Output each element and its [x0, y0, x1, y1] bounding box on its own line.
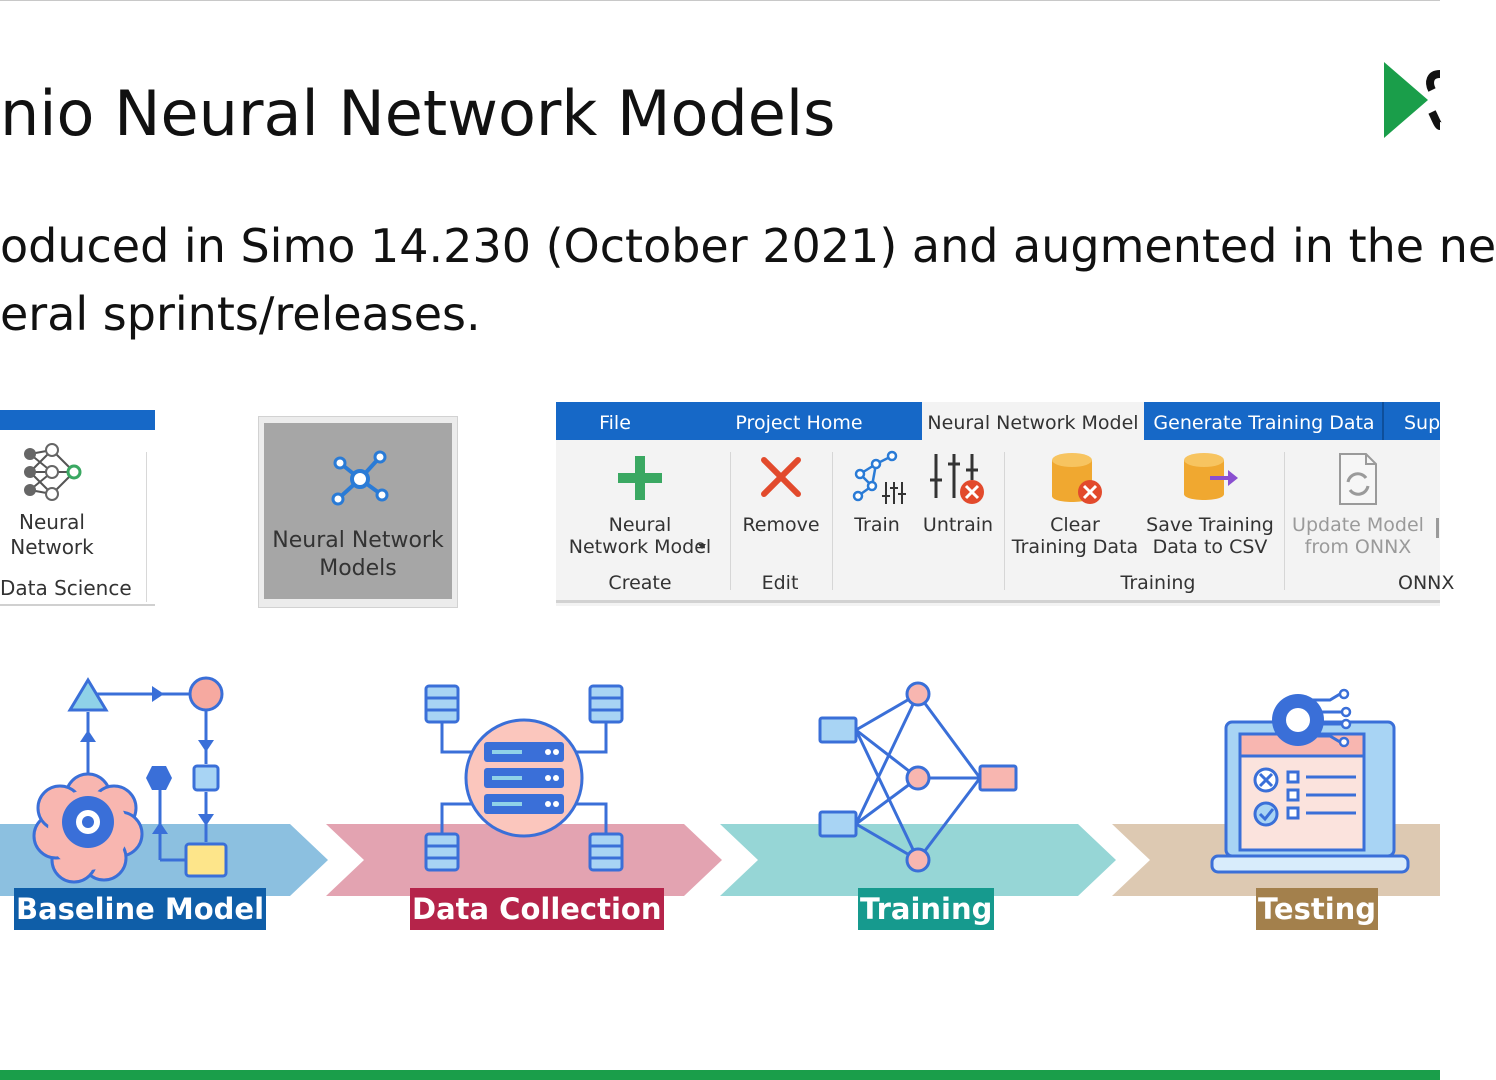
bullet-line-2: eral sprints/releases. — [0, 287, 481, 341]
chevron-down-icon[interactable] — [697, 543, 707, 551]
stage-label-data-collection: Data Collection — [410, 888, 664, 930]
company-logo-icon — [1384, 62, 1443, 138]
clear-training-data-label-1[interactable]: Clear — [1050, 514, 1100, 536]
save-csv-icon — [1184, 453, 1238, 500]
update-model-label-1[interactable]: Update Model — [1292, 514, 1424, 536]
neural-network-models-panel: Neural Network Models — [258, 416, 458, 608]
testing-laptop-icon — [1210, 688, 1410, 874]
data-science-group-label: Data Science — [0, 576, 132, 600]
group-separator — [146, 452, 147, 602]
workflow-diagram — [0, 676, 1440, 896]
remove-button[interactable]: Remove — [742, 514, 820, 536]
tab-project-home[interactable]: Project Home — [735, 412, 863, 434]
neural-network-ribbon: File Project Home Neural Network Model G… — [556, 402, 1454, 606]
group-training: Training — [1120, 572, 1196, 594]
update-model-icon — [1339, 453, 1377, 505]
top-border — [0, 0, 1440, 1]
group-create: Create — [608, 572, 672, 594]
group-edit: Edit — [761, 572, 799, 594]
ribbon-bottom-border — [556, 600, 1440, 603]
clear-training-data-label-2[interactable]: Training Data — [1011, 536, 1139, 558]
tab-support[interactable]: Sup — [1404, 412, 1441, 434]
remove-icon — [761, 457, 801, 497]
stage-label-training: Training — [858, 888, 995, 930]
data-collection-icon — [424, 684, 624, 872]
bullet-line-1: oduced in Simo 14.230 (October 2021) and… — [0, 219, 1496, 273]
network-nodes-icon — [331, 450, 389, 506]
group-separator — [730, 452, 731, 590]
group-onnx: ONNX — [1398, 572, 1455, 594]
tab-file[interactable]: File — [599, 412, 631, 434]
next-button-edge — [1436, 518, 1439, 538]
add-icon — [618, 456, 662, 500]
neural-network-label-2: Network — [10, 535, 94, 559]
tab-divider — [1382, 402, 1384, 440]
bottom-accent-bar — [0, 1070, 1440, 1080]
new-model-label-1[interactable]: Neural — [608, 514, 672, 536]
group-separator — [1004, 452, 1005, 590]
stage-label-baseline-model: Baseline Model — [14, 888, 267, 930]
neural-network-button[interactable]: Neural Network — [0, 438, 104, 568]
slide-title: nio Neural Network Models — [0, 77, 836, 150]
untrain-icon — [930, 454, 984, 504]
group-separator — [832, 452, 833, 590]
models-label-1: Neural Network — [272, 528, 444, 553]
untrain-button[interactable]: Untrain — [922, 514, 994, 536]
baseline-model-icon — [32, 676, 228, 884]
ribbon-bottom-border — [0, 604, 155, 606]
clear-data-icon — [1052, 453, 1102, 504]
group-separator — [1284, 452, 1285, 590]
data-science-ribbon-fragment: Neural Network Data Science — [0, 410, 155, 610]
train-button[interactable]: Train — [854, 514, 900, 536]
stage-label-testing: Testing — [1256, 888, 1379, 930]
update-model-label-2[interactable]: from ONNX — [1304, 536, 1412, 558]
save-training-data-label-2[interactable]: Data to CSV — [1152, 536, 1268, 558]
tab-generate-training-data[interactable]: Generate Training Data — [1153, 412, 1375, 434]
new-model-label-2[interactable]: Network Model — [568, 536, 712, 558]
ribbon-tabbar — [0, 410, 155, 430]
neural-network-label-1: Neural — [19, 510, 85, 534]
neural-network-models-button[interactable]: Neural Network Models — [264, 423, 452, 599]
tab-neural-network-model[interactable]: Neural Network Model — [922, 402, 1144, 442]
neural-network-icon — [24, 443, 82, 501]
models-label-2: Models — [319, 556, 397, 581]
save-training-data-label-1[interactable]: Save Training — [1146, 514, 1274, 536]
training-network-icon — [818, 681, 1018, 873]
train-icon — [852, 450, 906, 504]
